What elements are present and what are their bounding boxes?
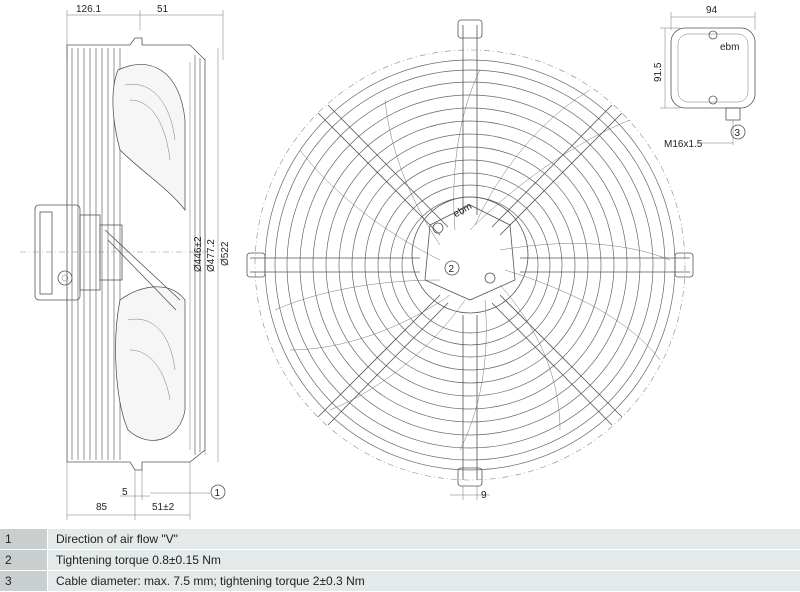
callout-1-circle (210, 484, 226, 500)
dim-85: 85 (96, 502, 108, 513)
dim-51-bottom: 51±2 (152, 502, 175, 513)
dia-522-label: Ø522 (220, 241, 231, 266)
legend-num: 3 (0, 571, 48, 591)
dim-94: 94 (706, 5, 718, 16)
box-logo: ebm (720, 42, 739, 53)
callout-2: 2 (449, 264, 455, 275)
dim-9: 9 (481, 490, 487, 501)
callout-3: 3 (735, 128, 741, 139)
callout-2-circle (444, 260, 460, 276)
technical-drawing: 126.1 51 Ø446±2 (20, 4, 756, 520)
terminal-box-view: 94 91.5 ebm M16x1.5 3 (653, 5, 756, 150)
dim-51-top: 51 (157, 4, 169, 15)
dim-5: 5 (122, 487, 128, 498)
legend-text: Cable diameter: max. 7.5 mm; tightening … (48, 571, 800, 591)
dim-91-5: 91.5 (653, 62, 664, 82)
legend-table: 1 Direction of air flow "V" 2 Tightening… (0, 529, 800, 592)
dim-126-1: 126.1 (76, 4, 101, 15)
callout-3-circle (730, 124, 746, 140)
dia-477-label: Ø477.2 (206, 239, 217, 272)
dia-446-label: Ø446±2 (193, 236, 204, 272)
legend-num: 1 (0, 529, 48, 549)
thread-label: M16x1.5 (664, 139, 703, 150)
legend-text: Tightening torque 0.8±0.15 Nm (48, 550, 800, 570)
legend-text: Direction of air flow "V" (48, 529, 800, 549)
side-view: 126.1 51 Ø446±2 (20, 4, 231, 520)
legend-row: 2 Tightening torque 0.8±0.15 Nm (0, 550, 800, 571)
hub-logo: ebm (452, 201, 474, 220)
legend-row: 3 Cable diameter: max. 7.5 mm; tightenin… (0, 571, 800, 592)
callout-1: 1 (215, 488, 221, 499)
legend-row: 1 Direction of air flow "V" (0, 529, 800, 550)
legend-num: 2 (0, 550, 48, 570)
front-view: ebm 2 9 (246, 19, 694, 501)
